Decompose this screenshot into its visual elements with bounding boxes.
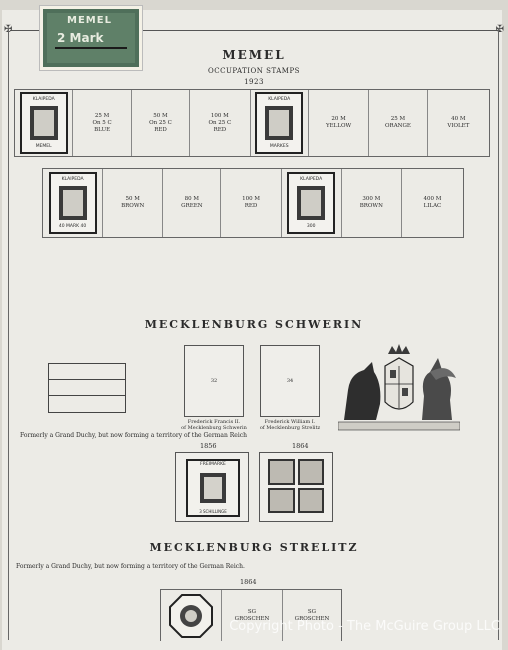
corner-ornament-right: ✠ bbox=[495, 24, 504, 35]
strelitz-note: Formerly a Grand Duchy, but now forming … bbox=[16, 563, 245, 570]
stamp-text-value: 2 Mark bbox=[57, 31, 104, 45]
printed-stamp-image: FREIMARKE 3 SCHILLINGE bbox=[186, 459, 240, 517]
printed-octagon-stamp bbox=[169, 593, 213, 638]
stamp-slot: KLAIPEDA MEMEL bbox=[15, 90, 74, 156]
left-border bbox=[8, 28, 9, 640]
stamp-slot bbox=[161, 590, 222, 641]
stamp-slot: KLAIPEDA 300 bbox=[282, 169, 342, 237]
portrait-box-1: 32 bbox=[184, 345, 244, 417]
schwerin-title: MECKLENBURG SCHWERIN bbox=[144, 318, 364, 331]
schwerin-year-1864: 1864 bbox=[292, 442, 309, 450]
stamp-slot: KLAIPEDA 40 MARK 40 bbox=[43, 169, 104, 237]
printed-stamp-image bbox=[268, 459, 324, 513]
portrait-caption-1: Frederick Francis II.of Mecklenburg Schw… bbox=[181, 419, 247, 431]
mounted-memel-stamp: MEMEL 2 Mark bbox=[40, 6, 142, 70]
strelitz-title: MECKLENBURG STRELITZ bbox=[149, 541, 359, 554]
top-rule bbox=[10, 30, 498, 31]
memel-subtitle: OCCUPATION STAMPS bbox=[208, 67, 300, 75]
memel-title: MEMEL bbox=[222, 48, 286, 62]
printed-stamp-image: KLAIPEDA MEMEL bbox=[19, 92, 68, 154]
stamp-text-memel: MEMEL bbox=[67, 15, 112, 26]
schwerin-note: Formerly a Grand Duchy, but now forming … bbox=[20, 432, 247, 439]
coat-of-arms-illustration bbox=[338, 344, 460, 431]
printed-stamp-image: KLAIPEDA 300 bbox=[287, 172, 336, 234]
schwerin-year-1856: 1856 bbox=[200, 442, 217, 450]
flag-outline bbox=[48, 363, 126, 413]
memel-year: 1923 bbox=[244, 78, 264, 86]
stamp-box-1864 bbox=[259, 452, 333, 522]
copyright-watermark: Copyright Photo - The McGuire Group LLC bbox=[229, 619, 500, 634]
strelitz-year: 1864 bbox=[240, 578, 257, 586]
printed-stamp-image: KLAIPEDA MARKES bbox=[255, 92, 304, 154]
stamp-box-1856: FREIMARKE 3 SCHILLINGE bbox=[175, 452, 249, 522]
stamp-overprint-bar bbox=[55, 47, 127, 49]
stamp-slot: KLAIPEDA MARKES bbox=[251, 90, 309, 156]
right-border bbox=[498, 28, 499, 640]
portrait-box-2: 34 bbox=[260, 345, 320, 417]
portrait-caption-2: Frederick William I.of Mecklenburg Strel… bbox=[259, 419, 321, 431]
printed-stamp-image: KLAIPEDA 40 MARK 40 bbox=[48, 172, 97, 234]
